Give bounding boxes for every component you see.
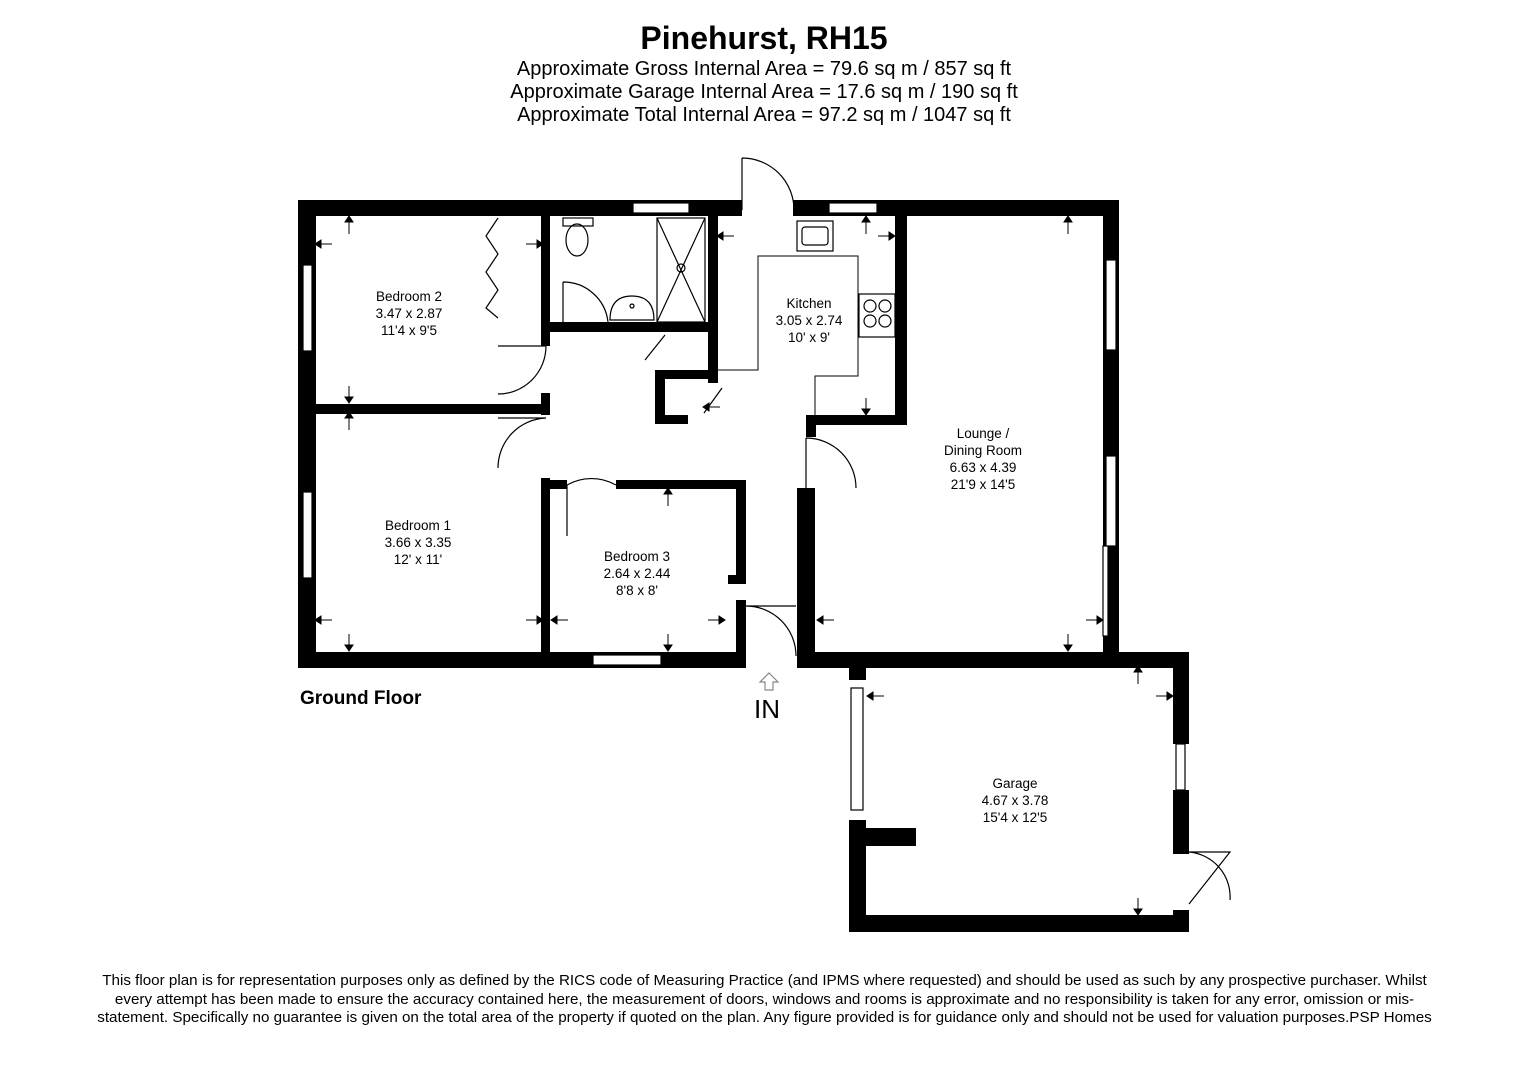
room-label-garage: Garage	[992, 776, 1037, 791]
room-label-kitchen: Kitchen	[786, 296, 831, 311]
garage-area-text: Approximate Garage Internal Area = 17.6 …	[510, 81, 1018, 103]
room-label-bedroom1: Bedroom 1	[385, 518, 451, 533]
room-label-bedroom3: Bedroom 3	[604, 549, 670, 564]
floor-label: Ground Floor	[300, 688, 422, 709]
measurement-markers	[314, 215, 1174, 916]
windows	[302, 202, 1186, 811]
total-area-text: Approximate Total Internal Area = 97.2 s…	[517, 104, 1011, 126]
kitchen-worktop	[718, 255, 859, 415]
room-dims-kitchen-metric: 3.05 x 2.74	[776, 313, 843, 328]
entrance-label: IN	[754, 694, 780, 724]
room-dims-kitchen-imperial: 10' x 9'	[788, 330, 830, 345]
room-dims-bedroom3-imperial: 8'8 x 8'	[616, 583, 658, 598]
room-label-lounge: Lounge /	[957, 426, 1010, 441]
fixtures	[562, 217, 896, 338]
toilet-icon	[562, 217, 594, 257]
shower-tray-icon	[656, 217, 706, 323]
room-dims-lounge-metric: 6.63 x 4.39	[950, 460, 1017, 475]
room-label-lounge-line2: Dining Room	[944, 443, 1022, 458]
room-dims-bedroom2-imperial: 11'4 x 9'5	[381, 323, 437, 338]
room-dims-bedroom1-metric: 3.66 x 3.35	[385, 535, 452, 550]
entrance-arrow-icon	[758, 672, 780, 691]
room-dims-garage-metric: 4.67 x 3.78	[982, 793, 1049, 808]
room-dims-bedroom3-metric: 2.64 x 2.44	[604, 566, 671, 581]
room-label-bedroom2: Bedroom 2	[376, 289, 442, 304]
room-dims-lounge-imperial: 21'9 x 14'5	[951, 477, 1015, 492]
gross-area-text: Approximate Gross Internal Area = 79.6 s…	[516, 58, 1012, 80]
page-title: Pinehurst, RH15	[640, 20, 888, 56]
room-labels: Bedroom 2 3.47 x 2.87 11'4 x 9'5 Kitchen…	[376, 289, 1049, 825]
hob-icon	[858, 293, 896, 338]
room-dims-bedroom1-imperial: 12' x 11'	[394, 552, 442, 567]
kitchen-sink-icon	[796, 220, 834, 252]
disclaimer-text: This floor plan is for representation pu…	[97, 972, 1432, 1026]
room-dims-bedroom2-metric: 3.47 x 2.87	[376, 306, 443, 321]
basin-icon	[609, 295, 655, 321]
room-dims-garage-imperial: 15'4 x 12'5	[983, 810, 1047, 825]
doors	[485, 157, 1232, 905]
